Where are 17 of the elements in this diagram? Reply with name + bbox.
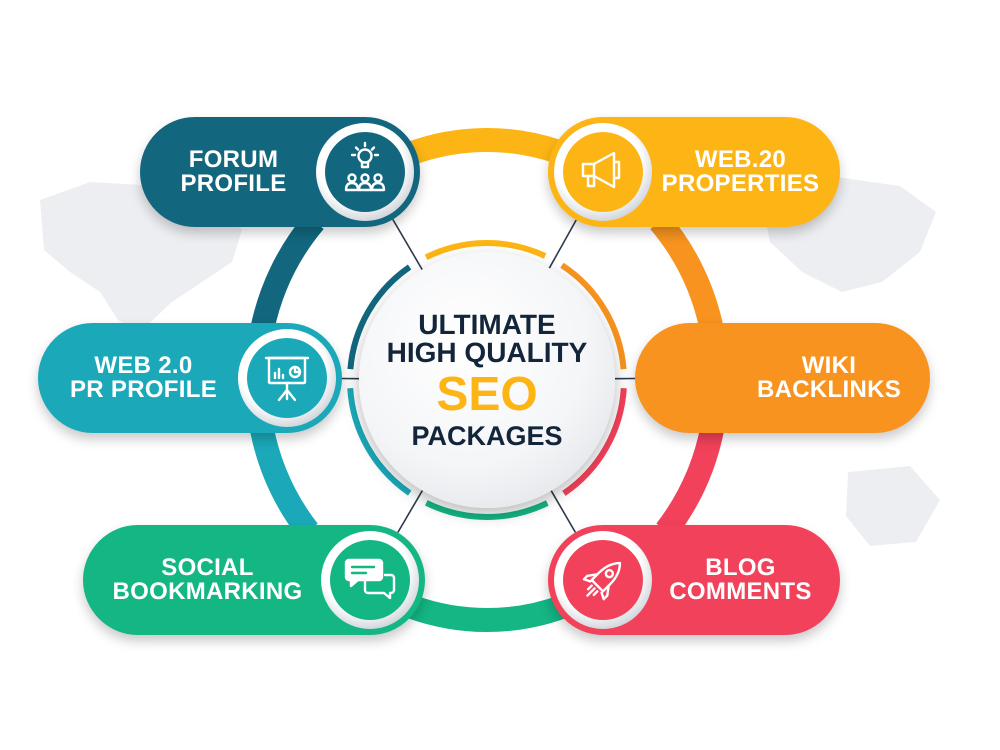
connector-line <box>550 490 576 533</box>
connector-line <box>342 378 359 380</box>
center-circle <box>359 252 615 508</box>
pill-label: BLOG COMMENTS <box>669 556 812 604</box>
heading-text: ULTIMATE HIGH QUALITY <box>386 310 588 366</box>
pill-label: SOCIAL BOOKMARKING <box>112 556 302 604</box>
connector-line <box>392 219 423 270</box>
connector-line <box>615 378 635 380</box>
pill-label: WEB.20 PROPERTIES <box>662 148 820 196</box>
subheading-text: PACKAGES <box>411 422 563 450</box>
pill-label: WEB 2.0 PR PROFILE <box>70 354 217 402</box>
pill-label: WIKI BACKLINKS <box>756 354 902 402</box>
connector-line <box>397 490 424 533</box>
pill-label: FORUM PROFILE <box>180 148 287 196</box>
connector-line <box>548 220 577 269</box>
ring-arc-connector <box>408 595 566 632</box>
highlight-text: SEO <box>436 370 538 418</box>
